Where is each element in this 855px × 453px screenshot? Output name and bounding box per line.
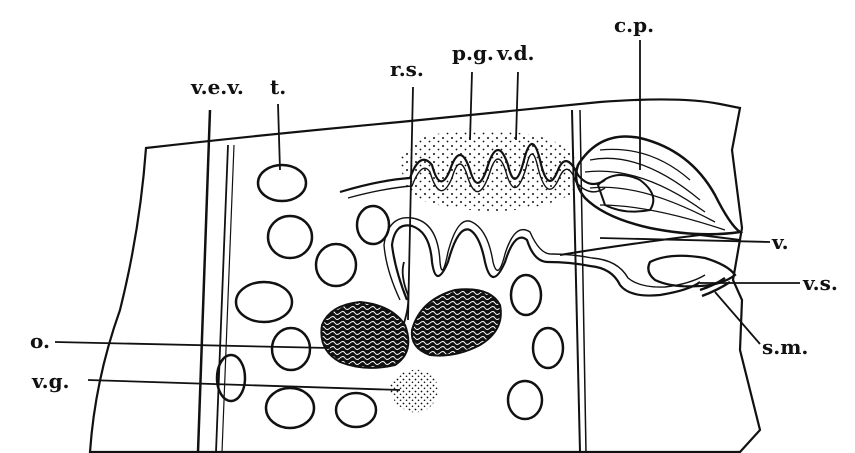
cirrus-pouch <box>576 137 740 235</box>
testis <box>336 393 376 427</box>
label-sm: s.m. <box>762 335 808 359</box>
testis <box>357 206 389 244</box>
label-vg: v.g. <box>31 369 70 393</box>
label-vs: v.s. <box>802 271 838 295</box>
label-vev: v.e.v. <box>190 75 244 99</box>
testis <box>272 328 310 370</box>
prostatic-gland <box>400 131 578 211</box>
testis <box>533 328 563 368</box>
vaginal-duct <box>384 218 740 300</box>
testis <box>511 275 541 315</box>
testis <box>217 355 245 401</box>
testis <box>268 216 312 258</box>
label-pg: p.g. <box>452 41 494 65</box>
testis <box>266 388 314 428</box>
seminal-vesicle <box>648 256 735 296</box>
testis <box>508 381 542 419</box>
testis <box>236 282 292 322</box>
label-cp: c.p. <box>614 13 654 37</box>
testis <box>258 165 306 201</box>
label-t: t. <box>270 75 286 99</box>
label-rs: r.s. <box>390 57 424 81</box>
label-v: v. <box>771 230 789 254</box>
vitelline-gland <box>390 370 438 413</box>
label-o: o. <box>30 329 50 353</box>
ovary <box>321 289 500 368</box>
testis <box>316 244 356 286</box>
label-vd: v.d. <box>496 41 535 65</box>
